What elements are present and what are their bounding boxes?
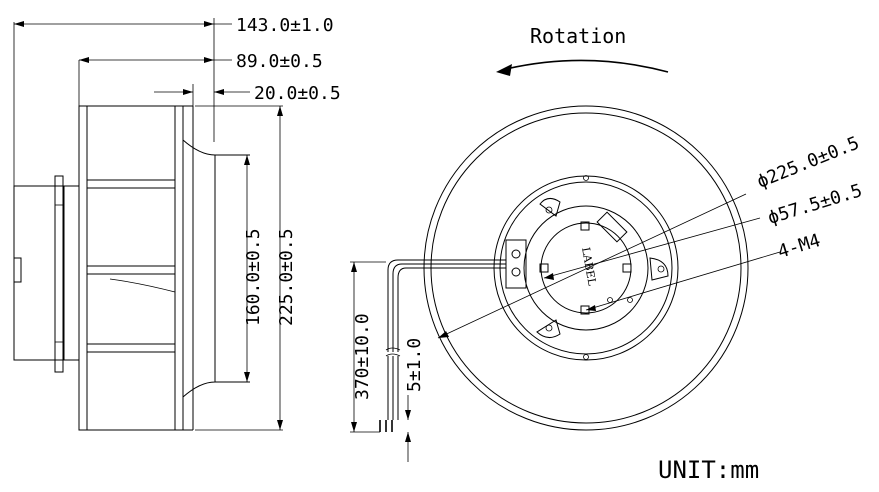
unit-label: UNIT:mm <box>658 456 759 484</box>
side-view <box>13 18 283 431</box>
impeller-body <box>78 105 184 431</box>
mount-holes <box>539 221 632 315</box>
dim-strip-length: 5±1.0 <box>404 338 425 392</box>
rotation-arrow <box>501 59 669 73</box>
dim-inlet-depth: 20.0±0.5 <box>254 83 341 104</box>
dim-outer-diameter-side: 225.0±0.5 <box>276 228 297 326</box>
hub-label-text: LABEL <box>579 246 599 287</box>
dim-inlet-diameter: 160.0±0.5 <box>243 228 264 326</box>
dim-lead-length: 370±10.0 <box>352 313 373 400</box>
rotation-label: Rotation <box>530 24 626 48</box>
leader-mount-holes <box>585 251 781 311</box>
dim-impeller-depth: 89.0±0.5 <box>236 51 323 72</box>
motor-plate <box>62 185 80 361</box>
cable-grommet <box>505 239 527 289</box>
leader-outer-diameter <box>437 193 747 339</box>
dim-hub-diameter: ϕ57.5±0.5 <box>765 180 864 229</box>
dim-overall-depth: 143.0±1.0 <box>236 15 334 36</box>
dim-mount-holes: 4-M4 <box>775 230 823 263</box>
motor-connector <box>13 257 22 283</box>
leader-hub-diameter <box>543 217 761 279</box>
front-view <box>350 59 781 462</box>
